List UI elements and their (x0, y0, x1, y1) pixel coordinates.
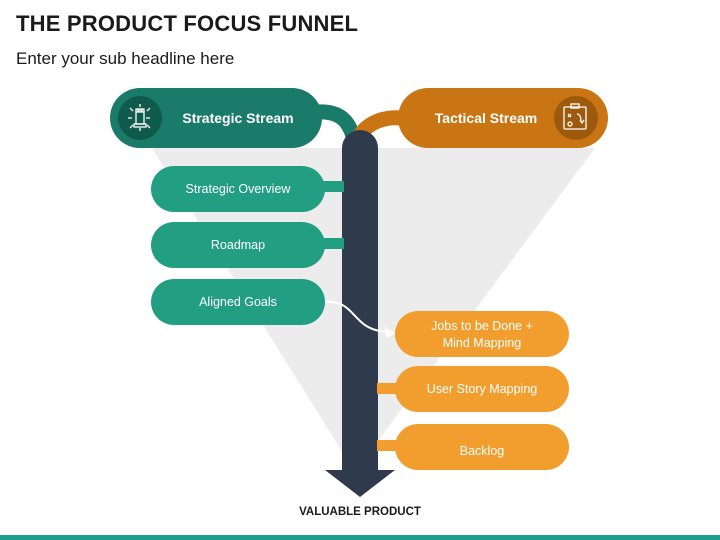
strategic-stream-pill: Strategic Stream (110, 88, 322, 148)
connector-bar (377, 440, 407, 451)
connector-bar (377, 383, 407, 394)
strategic-item-roadmap: Roadmap (151, 222, 325, 268)
tactical-stream-pill: Tactical Stream (398, 88, 608, 148)
strategic-item-label: Aligned Goals (199, 295, 277, 309)
tactical-item-label: User Story Mapping (427, 382, 538, 396)
bottom-accent-bar (0, 535, 720, 540)
tactical-item-label: Mind Mapping (443, 336, 522, 350)
tactics-board-icon (563, 103, 587, 130)
flow-arrowhead (385, 327, 396, 338)
page-title: THE PRODUCT FOCUS FUNNEL (16, 11, 359, 36)
strategic-item-label: Strategic Overview (186, 182, 292, 196)
strategic-item-label: Roadmap (211, 238, 265, 252)
tactical-item-jobs-to-be-done: Jobs to be Done + Mind Mapping (395, 311, 569, 357)
strategic-item-aligned-goals: Aligned Goals (151, 279, 325, 325)
connector-bar (312, 181, 344, 192)
page-subtitle: Enter your sub headline here (16, 49, 235, 68)
tactical-item-label: Backlog (460, 444, 505, 458)
central-arrow (325, 130, 395, 497)
tactical-item-label: Jobs to be Done + (431, 319, 533, 333)
tactical-item-backlog: Backlog (395, 424, 569, 470)
tactical-stream-label: Tactical Stream (435, 110, 537, 126)
tactical-item-user-story-mapping: User Story Mapping (395, 366, 569, 412)
strategic-item-strategic-overview: Strategic Overview (151, 166, 325, 212)
strategic-stream-label: Strategic Stream (182, 110, 293, 126)
connector-bar (312, 238, 344, 249)
flow-arrow (324, 300, 389, 333)
valuable-product-label: VALUABLE PRODUCT (299, 506, 421, 518)
chess-strategy-icon (128, 104, 151, 131)
